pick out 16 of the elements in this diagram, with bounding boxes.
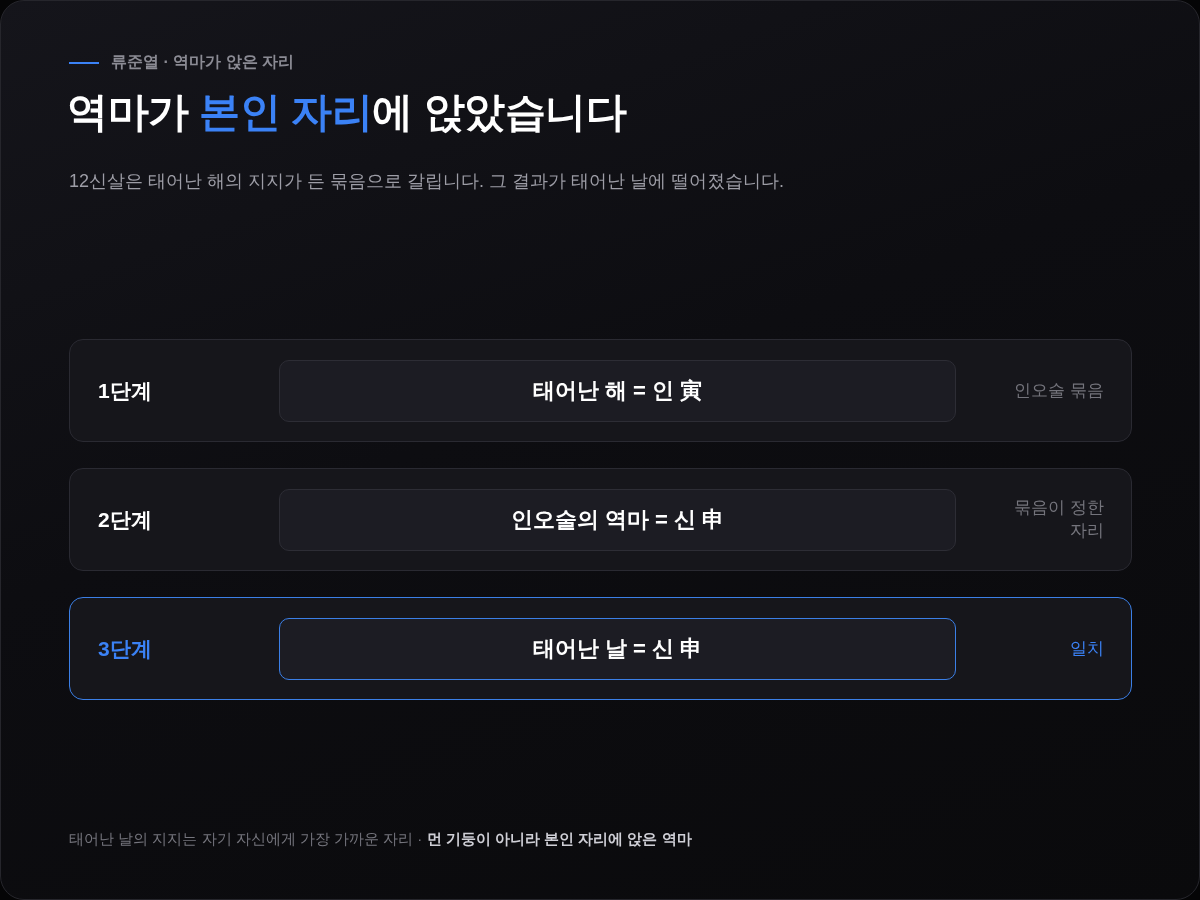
subtitle-text: 12신살은 태어난 해의 지지가 든 묶음으로 갈립니다. 그 결과가 태어난 날에 떨어졌습니다. — [69, 170, 785, 193]
formula-box: 인오술의 역마 = 신 申 — [279, 489, 956, 551]
side-note: 일치 — [1070, 637, 1104, 660]
step-label: 2단계 — [98, 506, 152, 533]
side-note: 인오술 묶음 — [1014, 379, 1104, 402]
step-row — [69, 339, 1132, 442]
formula-box: 태어난 날 = 신 申 — [279, 618, 956, 680]
footer-note: 태어난 날의 지지는 자기 자신에게 가장 가까운 자리 · 먼 기둥이 아니라 본인 자리에 앉은 역마 — [69, 830, 692, 849]
step-row — [69, 597, 1132, 700]
step-row — [69, 468, 1132, 571]
step-label: 3단계 — [98, 635, 152, 662]
step-label: 1단계 — [98, 377, 152, 404]
title-heading: 역마가 본인 자리에 앉았습니다 — [67, 88, 627, 137]
kicker-text: 류준열 · 역마가 앉은 자리 — [111, 52, 295, 72]
formula-box: 태어난 해 = 인 寅 — [279, 360, 956, 422]
side-note: 묶음이 정한 자리 — [1013, 496, 1104, 543]
